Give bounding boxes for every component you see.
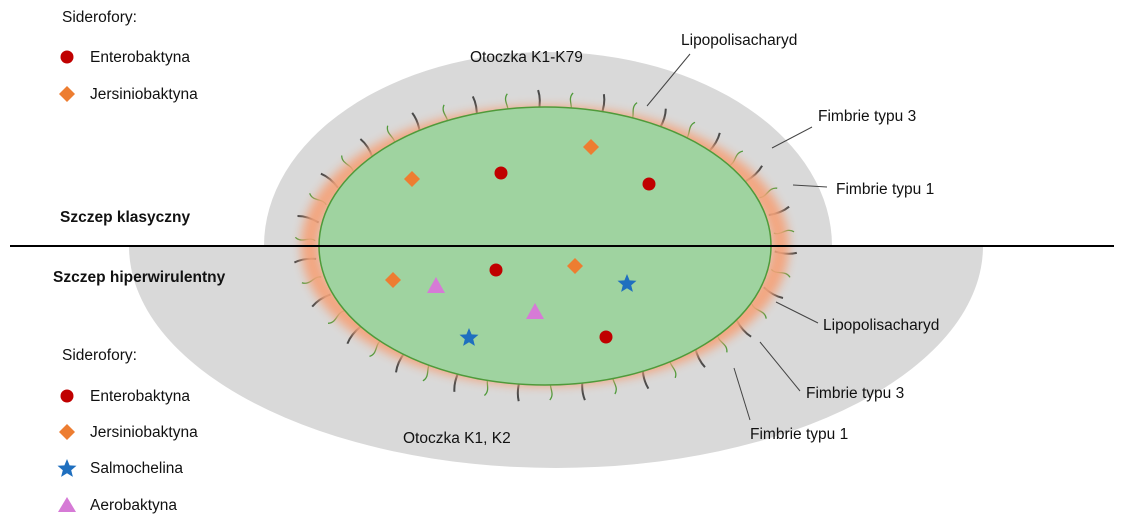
blue-star-icon [58,459,77,477]
hypervirulent-lps-label: Lipopolisacharyd [823,317,939,334]
enterobaktyna-marker [495,167,508,180]
bottom-legend-salmochelina: Salmochelina [90,460,183,477]
classic-strain-label: Szczep klasyczny [60,209,190,226]
top-legend-title: Siderofory: [62,9,137,26]
bottom-legend: Siderofory: Enterobaktyna Jersiniobaktyn… [58,347,199,514]
bottom-legend-jersiniobaktyna: Jersiniobaktyna [90,424,198,441]
enterobaktyna-marker [643,178,656,191]
red-circle-icon [61,390,74,403]
bottom-legend-aerobaktyna: Aerobaktyna [90,497,177,514]
orange-diamond-icon [59,86,75,102]
red-circle-icon [61,51,74,64]
hypervirulent-capsule-label: Otoczka K1, K2 [403,430,511,447]
bottom-legend-enterobaktyna: Enterobaktyna [90,388,190,405]
pink-triangle-icon [58,497,76,512]
enterobaktyna-marker [600,331,613,344]
classic-fimbriae1-label: Fimbrie typu 1 [836,181,934,198]
classic-lps-label: Lipopolisacharyd [681,32,797,49]
hypervirulent-strain-label: Szczep hiperwirulentny [53,269,226,286]
enterobaktyna-marker [490,264,503,277]
classic-capsule-label: Otoczka K1-K79 [470,49,583,66]
top-legend-jersiniobaktyna: Jersiniobaktyna [90,86,198,103]
bottom-legend-title: Siderofory: [62,347,137,364]
top-legend: Siderofory: Enterobaktyna Jersiniobaktyn… [59,9,198,103]
classic-fimbriae3-label: Fimbrie typu 3 [818,108,916,125]
hypervirulent-fimbriae3-label: Fimbrie typu 3 [806,385,904,402]
top-legend-enterobaktyna: Enterobaktyna [90,49,190,66]
hypervirulent-fimbriae1-label: Fimbrie typu 1 [750,426,848,443]
orange-diamond-icon [59,424,75,440]
